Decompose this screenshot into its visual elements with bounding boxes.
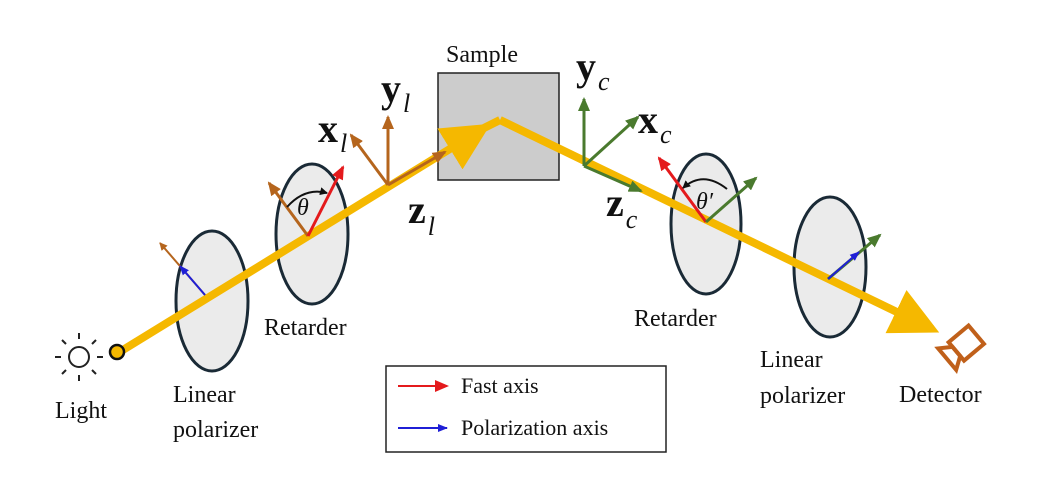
sample-label: Sample <box>446 42 518 68</box>
retarder-left-fast-axis <box>306 165 345 237</box>
sample-y-label: yc <box>576 44 610 96</box>
retarder-right-label: Retarder <box>634 306 717 332</box>
retarder-right-fast-axis <box>657 156 708 223</box>
sample-x-label: xc <box>638 97 672 149</box>
retarder-left-label: Retarder <box>264 315 347 341</box>
linear-polarizer-left-label-line1: Linear <box>173 382 236 408</box>
retarder-right-reference-axis <box>705 176 758 224</box>
theta-arc <box>286 187 328 208</box>
sample-x-axis <box>582 115 640 168</box>
linear-polarizer-right-label-line2: polarizer <box>760 383 845 409</box>
linear-polarizer-right <box>792 195 868 339</box>
outgoing-beam <box>498 116 940 334</box>
retarder-left-reference-axis <box>267 181 310 237</box>
sun-icon <box>55 333 103 381</box>
theta-label: θ <box>297 195 309 221</box>
theta-prime-arc <box>682 178 728 190</box>
linear-polarizer-right-label-line1: Linear <box>760 347 823 373</box>
lab-x-axis <box>349 133 390 186</box>
polarizer-left-polarization-arrow <box>179 265 206 296</box>
lab-z-label: zl <box>408 187 435 241</box>
linear-polarizer-left <box>174 229 250 373</box>
theta-prime-label: θ′ <box>696 189 714 215</box>
light-label: Light <box>55 398 107 424</box>
detector-label: Detector <box>899 382 982 408</box>
sample-box <box>437 72 560 181</box>
legend-box <box>385 365 667 453</box>
polarizer-right-polarization-arrow <box>827 251 860 280</box>
sample-z-label: zc <box>606 180 638 234</box>
camera-icon <box>934 322 987 375</box>
linear-polarizer-left-label-line2: polarizer <box>173 417 258 443</box>
beam-in-sample <box>482 116 502 132</box>
lab-y-label: yl <box>381 66 410 118</box>
legend-polarization-axis-label: Polarization axis <box>461 415 608 440</box>
legend: Fast axis Polarization axis <box>385 365 667 453</box>
lab-z-axis <box>387 150 447 187</box>
sample-z-axis <box>583 164 643 193</box>
lab-x-label: xl <box>318 106 347 158</box>
source-point <box>108 343 126 361</box>
legend-fast-axis-label: Fast axis <box>461 373 539 398</box>
